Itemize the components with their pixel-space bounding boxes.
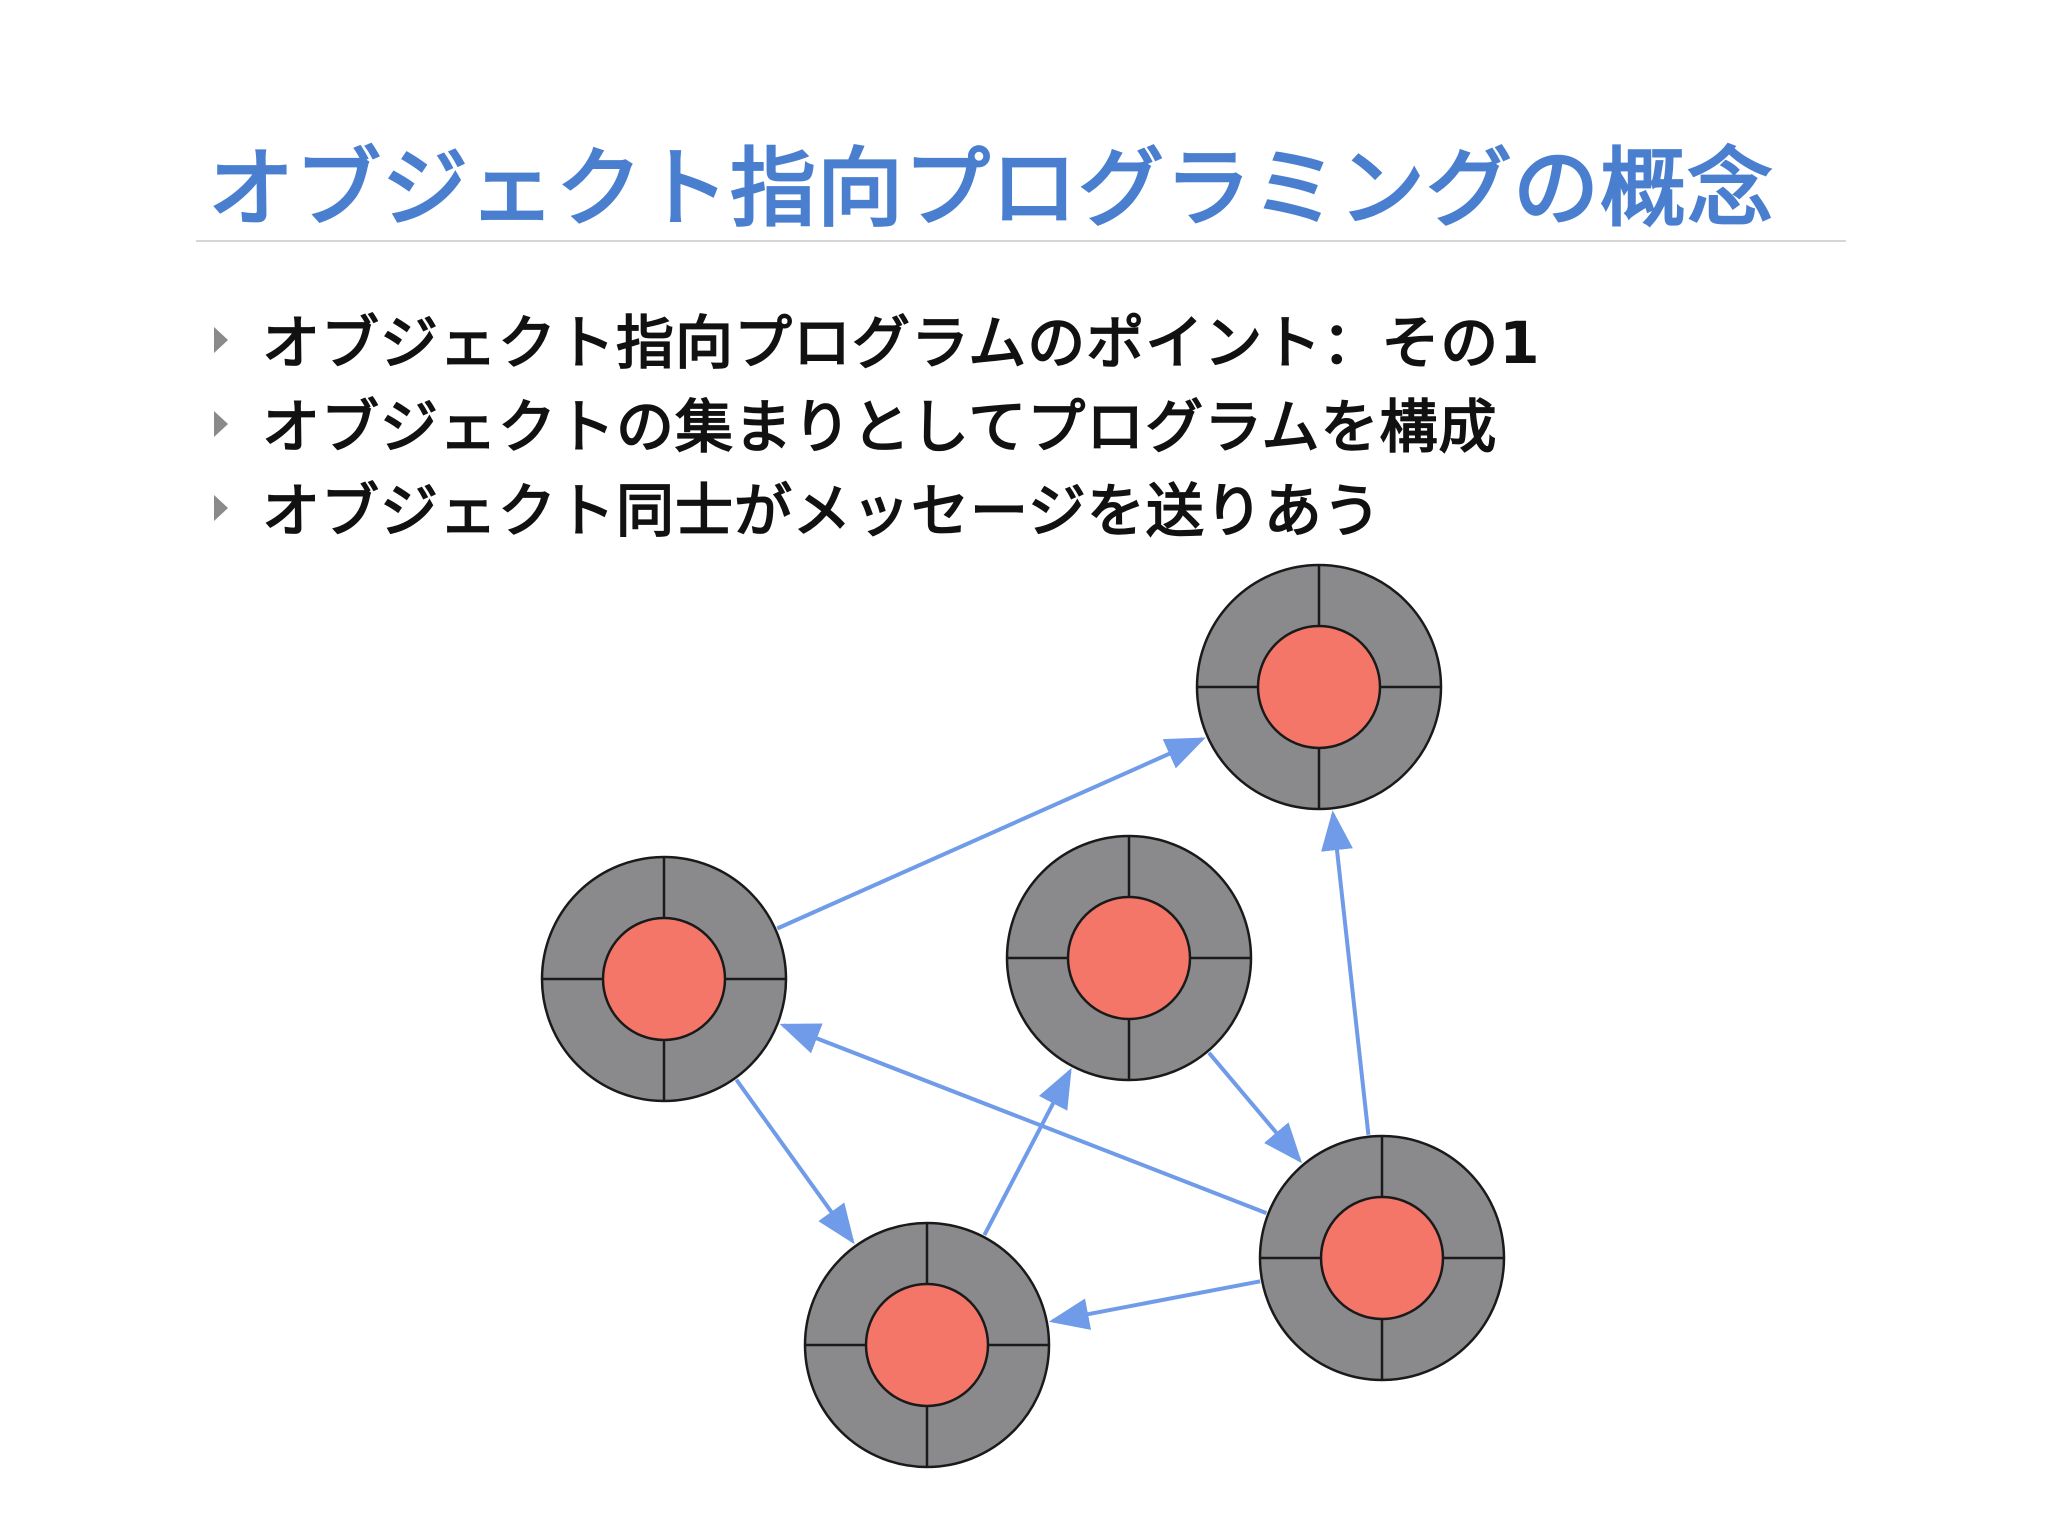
message-arrows [734,737,1371,1330]
slide-title: オブジェクト指向プログラミングの概念 [208,139,1774,239]
object-core [864,1282,990,1408]
message-arrow-bottom-right-to-top-right [1321,810,1371,1135]
object-core [1256,624,1382,750]
message-arrow-center-to-bottom-right [1207,1051,1303,1164]
bullet-item: オブジェクト指向プログラムのポイント：その1 [214,296,1541,380]
triangle-bullet-icon [214,495,228,521]
object-node-left [540,855,788,1103]
message-arrow-left-to-bottom-left [734,1078,855,1245]
object-nodes [540,563,1506,1469]
object-node-bottom-right [1258,1134,1506,1382]
object-core [601,916,727,1042]
bullet-text: オブジェクト同士がメッセージを送りあう [262,477,1382,545]
object-core [1319,1195,1445,1321]
message-arrow-bottom-left-to-center [982,1067,1072,1236]
title-divider [196,240,1846,242]
object-core [1066,895,1192,1021]
bullet-item: オブジェクトの集まりとしてプログラムを構成 [214,380,1541,464]
triangle-bullet-icon [214,411,228,437]
object-node-center [1005,834,1253,1082]
object-node-bottom-left [803,1221,1051,1469]
message-arrow-left-to-top-right [776,737,1206,931]
bullet-item: オブジェクト同士がメッセージを送りあう [214,464,1541,548]
message-arrow-bottom-right-to-left [779,1023,1268,1215]
bullet-text: オブジェクト指向プログラムのポイント：その1 [262,309,1541,377]
message-arrow-bottom-right-to-bottom-left [1048,1279,1261,1330]
bullet-text: オブジェクトの集まりとしてプログラムを構成 [262,393,1498,461]
bullet-list: オブジェクト指向プログラムのポイント：その1 オブジェクトの集まりとしてプログラ… [214,296,1541,548]
triangle-bullet-icon [214,327,228,353]
object-node-top-right [1195,563,1443,811]
